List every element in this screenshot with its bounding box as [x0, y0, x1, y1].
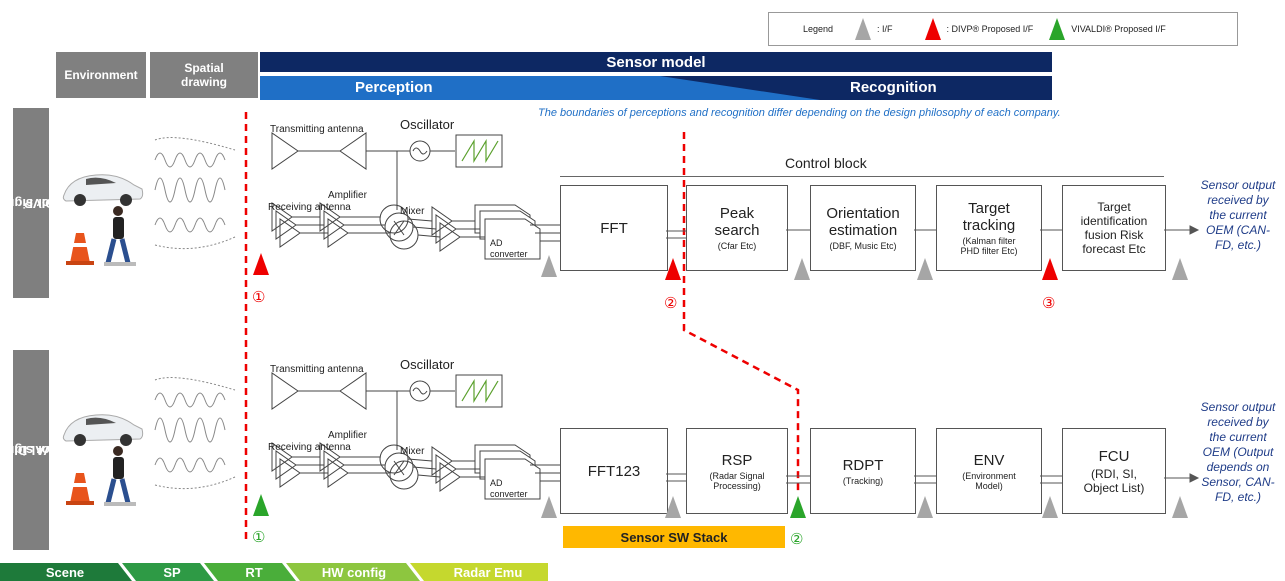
vivaldi-if-gray-triangle-icon	[1042, 496, 1058, 518]
chevron-radar-emu-label: Radar Emu	[430, 563, 546, 581]
chevron-scene-label: Scene	[20, 563, 110, 581]
vivaldi-marker-1: ①	[252, 528, 265, 546]
vivaldi-sensor-output: Sensor output received by the current OE…	[1198, 400, 1278, 505]
chevron-sp-label: SP	[140, 563, 204, 581]
vivaldi-if-gray-triangle-icon	[541, 496, 557, 518]
vivaldi-if-gray-triangle-icon	[665, 496, 681, 518]
vivaldi-if-gray-triangle-icon	[917, 496, 933, 518]
vivaldi-if-2-green-triangle-icon	[790, 496, 806, 518]
chevron-hw-config-label: HW config	[304, 563, 404, 581]
vivaldi-marker-2: ②	[790, 530, 803, 548]
vivaldi-if-1-green-triangle-icon	[253, 494, 269, 516]
sensor-sw-stack: Sensor SW Stack	[563, 526, 785, 548]
vivaldi-if-gray-triangle-icon	[1172, 496, 1188, 518]
chevron-rt-label: RT	[222, 563, 286, 581]
